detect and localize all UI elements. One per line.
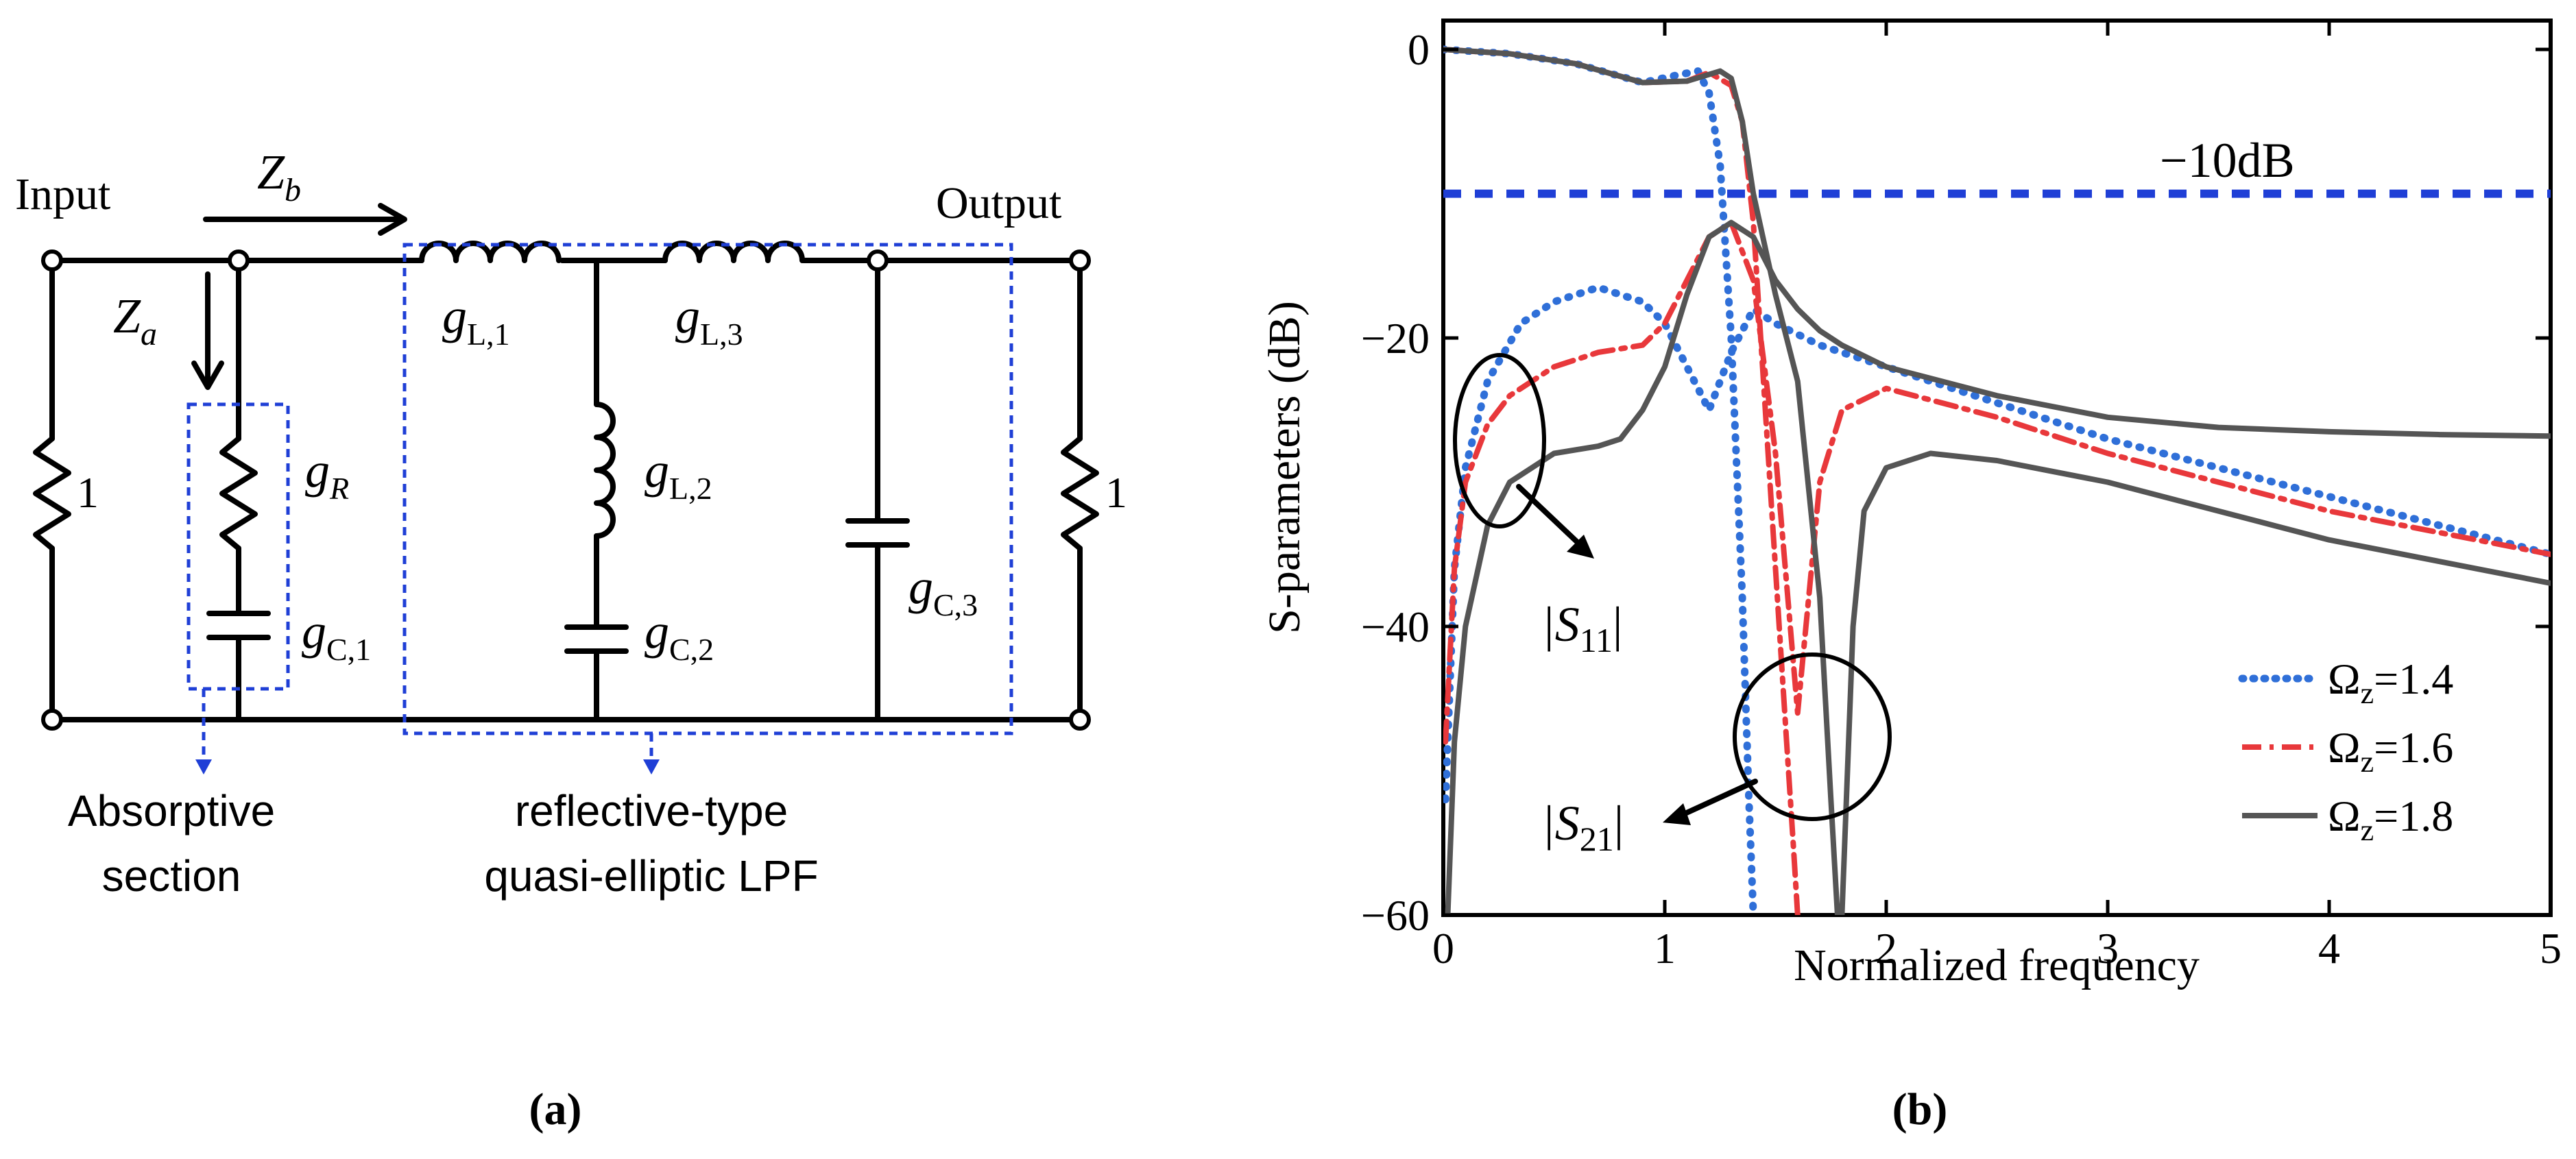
x-tick-label: 3 bbox=[2097, 924, 2119, 973]
input-label: Input bbox=[15, 169, 110, 219]
s21-arrow-shaft bbox=[1670, 779, 1758, 822]
gc3-label: gC,3 bbox=[908, 559, 978, 622]
s11-arrow-head bbox=[1567, 535, 1594, 559]
right-resistor-value: 1 bbox=[1105, 468, 1127, 517]
left-resistor-value: 1 bbox=[77, 468, 99, 517]
x-tick-label: 4 bbox=[2318, 924, 2340, 973]
output-label: Output bbox=[936, 178, 1061, 228]
y-tick-label: −20 bbox=[1361, 314, 1430, 363]
za-arrow-head bbox=[191, 361, 224, 390]
series-line-s11-0 bbox=[1443, 283, 2551, 804]
series-line-s11-1 bbox=[1443, 219, 2551, 745]
absorptive-pointer-arrow bbox=[195, 759, 212, 774]
legend-label-2: Ωz=1.6 bbox=[2328, 723, 2453, 779]
plot-frame bbox=[1441, 19, 2553, 917]
x-axis-label: Normalized frequency bbox=[1794, 940, 2200, 990]
s21-circle bbox=[1733, 652, 1892, 821]
gl3-label: gL,3 bbox=[675, 289, 743, 352]
output-top-node bbox=[1069, 249, 1091, 271]
reflective-pointer-arrow bbox=[643, 759, 660, 774]
s11-circle bbox=[1453, 353, 1546, 528]
legend-label-3: Ωz=1.8 bbox=[2328, 792, 2453, 847]
gl1-label: gL,1 bbox=[442, 289, 510, 352]
y-tick-label: −40 bbox=[1361, 602, 1430, 651]
reflective-label-line2: quasi-elliptic LPF bbox=[484, 851, 818, 901]
caption-a: (a) bbox=[529, 1084, 582, 1134]
legend-label-1: Ωz=1.4 bbox=[2328, 655, 2453, 710]
series-line-s11-2 bbox=[1445, 219, 2551, 915]
s21-label: |S21| bbox=[1541, 796, 1624, 858]
za-label: Za bbox=[113, 289, 157, 352]
s11-arrow-shaft bbox=[1516, 484, 1587, 551]
y-axis-label: S-parameters (dB) bbox=[1260, 301, 1310, 634]
s11-label: |S11| bbox=[1541, 597, 1622, 659]
y-tick-label: 0 bbox=[1408, 25, 1430, 74]
right-termination-resistor bbox=[1061, 258, 1099, 722]
x-tick-label: 1 bbox=[1654, 924, 1676, 973]
s21-arrow-head bbox=[1663, 803, 1691, 825]
input-top-node bbox=[41, 249, 63, 271]
sparam-chart: 0 1 2 3 4 5 0 −20 −40 −60 S-parameters (dB) Norma… bbox=[1260, 19, 2562, 1134]
absorptive-label-line2: section bbox=[102, 851, 241, 901]
x-tick-label: 2 bbox=[1875, 924, 1897, 973]
left-termination-resistor bbox=[33, 258, 71, 722]
gr-label: gR bbox=[305, 443, 349, 506]
series-line-s21-2 bbox=[1443, 47, 2551, 915]
junction-node-c3 bbox=[867, 249, 889, 271]
absorptive-section-box bbox=[186, 402, 290, 691]
absorptive-shunt-branch bbox=[206, 258, 271, 722]
x-tick-label: 0 bbox=[1432, 924, 1454, 973]
inductor-gl3 bbox=[662, 241, 805, 263]
series-line-s21-0 bbox=[1443, 45, 1757, 915]
absorptive-label-line1: Absorptive bbox=[68, 786, 275, 835]
input-bottom-node bbox=[41, 709, 63, 731]
zb-arrow-head bbox=[378, 203, 407, 236]
gc2-label: gC,2 bbox=[645, 604, 714, 667]
y-tick-label: −60 bbox=[1361, 891, 1430, 940]
circuit-panel: 1 bbox=[15, 145, 1127, 1134]
shunt-resonator-gl2-gc2 bbox=[564, 258, 629, 722]
legend: Ωz=1.4 Ωz=1.6 Ωz=1.8 bbox=[2238, 655, 2453, 847]
caption-b: (b) bbox=[1892, 1084, 1948, 1134]
shunt-capacitor-gc3 bbox=[845, 258, 910, 722]
reflective-lpf-box bbox=[402, 243, 1013, 735]
gl2-label: gL,2 bbox=[645, 443, 712, 506]
gc1-label: gC,1 bbox=[302, 604, 371, 667]
junction-node-a bbox=[228, 249, 250, 271]
x-tick-label: 5 bbox=[2540, 924, 2562, 973]
ten-db-annotation: −10dB bbox=[2160, 133, 2295, 188]
output-bottom-node bbox=[1069, 709, 1091, 731]
reflective-label-line1: reflective-type bbox=[515, 786, 788, 835]
zb-label: Zb bbox=[257, 145, 301, 208]
